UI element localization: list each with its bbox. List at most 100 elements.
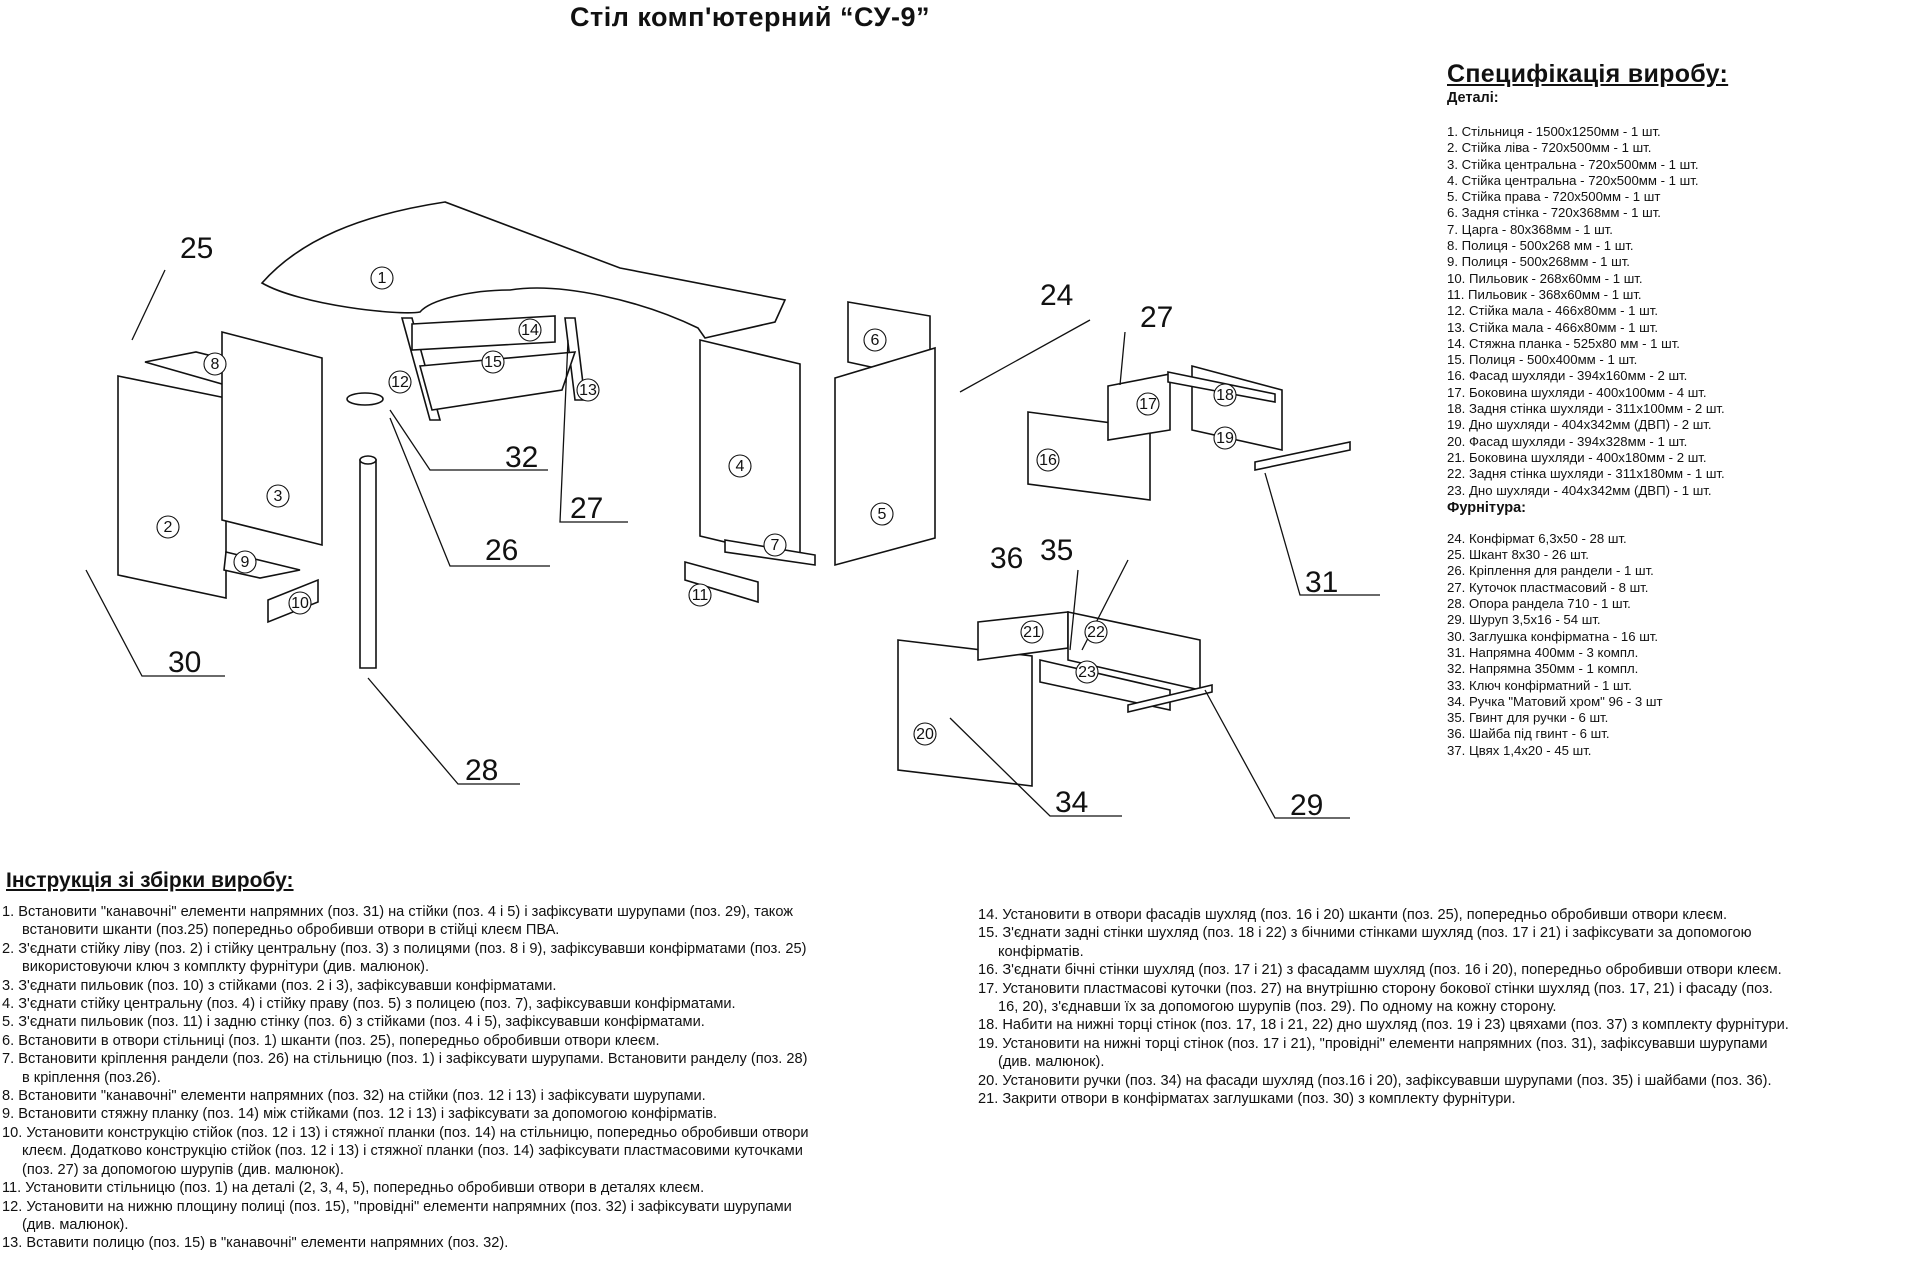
position-number: 15 [484, 354, 502, 371]
detail-item: 6. Задня стінка - 720x368мм - 1 шт. [1447, 205, 1661, 221]
position-marker: 13 [576, 378, 600, 402]
position-marker: 1 [370, 266, 394, 290]
hardware-item: 27. Куточок пластмасовий - 8 шт. [1447, 579, 1649, 595]
detail-item: 13. Стійка мала - 466x80мм - 1 шт. [1447, 319, 1658, 335]
instruction-line: 4. З'єднати стійку центральну (поз. 4) і… [2, 996, 736, 1013]
instruction-line: 12. Установити на нижню площину полиці (… [2, 1198, 792, 1215]
position-marker: 7 [763, 533, 787, 557]
instruction-line: 3. З'єднати пильовик (поз. 10) з стійкам… [2, 977, 557, 994]
detail-item: 21. Боковина шухляди - 400x180мм - 2 шт. [1447, 449, 1707, 465]
callout-number: 25 [180, 232, 213, 265]
detail-item: 4. Стійка центральна - 720x500мм - 1 шт. [1447, 172, 1699, 188]
instruction-line: 8. Встановити "канавочні" елементи напря… [2, 1088, 706, 1105]
position-number: 4 [736, 458, 745, 475]
position-marker: 23 [1075, 660, 1099, 684]
position-number: 8 [211, 356, 220, 373]
callout-number: 34 [1055, 786, 1088, 819]
instruction-line: 6. Встановити в отвори стільниці (поз. 1… [2, 1032, 660, 1049]
instruction-line: 13. Вставити полицю (поз. 15) в "канавоч… [2, 1235, 509, 1252]
specification-panel: Специфікація виробу: Деталі: 1. Стільниц… [1447, 60, 1902, 759]
position-number: 10 [291, 595, 309, 612]
position-marker: 2 [156, 515, 180, 539]
position-number: 1 [378, 270, 387, 287]
position-marker: 21 [1020, 620, 1044, 644]
instruction-line: 19. Установити на нижні торці стінок (по… [978, 1035, 1768, 1052]
position-number: 7 [771, 537, 780, 554]
position-marker: 9 [233, 550, 257, 574]
hardware-item: 28. Опора рандела 710 - 1 шт. [1447, 596, 1631, 612]
hardware-label: Фурнітура: [1447, 499, 1526, 516]
hardware-item: 33. Ключ конфірматний - 1 шт. [1447, 677, 1632, 693]
detail-item: 7. Царга - 80x368мм - 1 шт. [1447, 221, 1613, 237]
instruction-line: 15. З'єднати задні стінки шухляд (поз. 1… [978, 925, 1752, 942]
position-marker: 8 [203, 352, 227, 376]
detail-item: 19. Дно шухляди - 404x342мм (ДВП) - 2 шт… [1447, 417, 1712, 433]
instruction-line: 1. Встановити "канавочні" елементи напря… [2, 904, 794, 920]
position-marker: 15 [481, 350, 505, 374]
detail-item: 1. Стільниця - 1500x1250мм - 1 шт. [1447, 124, 1661, 139]
position-number: 22 [1087, 624, 1105, 641]
hardware-item: 31. Напрямна 400мм - 3 компл. [1447, 644, 1639, 660]
instruction-line: використовуючи ключ з комплкту фурнітури… [22, 959, 430, 976]
instruction-line: 11. Установити стільницю (поз. 1) на дет… [2, 1180, 705, 1197]
detail-item: 10. Пильовик - 268x60мм - 1 шт. [1447, 270, 1643, 286]
position-number: 11 [692, 587, 709, 604]
position-number: 13 [579, 382, 597, 399]
instructions-title: Інструкція зі збірки виробу: [6, 869, 294, 892]
instruction-line: встановити шканти (поз.25) попередньо об… [22, 922, 560, 939]
detail-item: 9. Полиця - 500x268мм - 1 шт. [1447, 254, 1630, 270]
position-number: 16 [1039, 452, 1057, 469]
instruction-line: (див. малюнок). [998, 1054, 1105, 1071]
instruction-line: 16. З'єднати бічні стінки шухляд (поз. 1… [978, 962, 1782, 979]
detail-item: 14. Стяжна планка - 525x80 мм - 1 шт. [1447, 335, 1680, 351]
detail-item: 18. Задня стінка шухляди - 311x100мм - 2… [1447, 401, 1725, 417]
position-marker: 19 [1213, 426, 1237, 450]
detail-item: 22. Задня стінка шухляди - 311x180мм - 1… [1447, 466, 1725, 482]
callout-number: 32 [505, 441, 538, 474]
callout-number: 24 [1040, 279, 1073, 312]
position-marker: 3 [266, 484, 290, 508]
hardware-item: 25. Шкант 8x30 - 26 шт. [1447, 547, 1589, 563]
position-number: 21 [1023, 624, 1041, 641]
instruction-line: 17. Установити пластмасові куточки (поз.… [978, 980, 1773, 997]
hardware-item: 36. Шайба під гвинт - 6 шт. [1447, 726, 1610, 742]
position-marker: 22 [1084, 620, 1108, 644]
position-number: 5 [878, 506, 887, 523]
instruction-line: 10. Установити конструкцію стійок (поз. … [2, 1124, 809, 1141]
detail-item: 3. Стійка центральна - 720x500мм - 1 шт. [1447, 156, 1699, 172]
position-number: 23 [1078, 664, 1096, 681]
instruction-line: 9. Встановити стяжну планку (поз. 14) мі… [2, 1106, 718, 1123]
instruction-line: 14. Установити в отвори фасадів шухляд (… [978, 907, 1728, 923]
hardware-item: 30. Заглушка конфірматна - 16 шт. [1447, 628, 1659, 644]
instruction-line: 2. З'єднати стійку ліву (поз. 2) і стійк… [2, 940, 807, 957]
hardware-item: 32. Напрямна 350мм - 1 компл. [1447, 661, 1639, 677]
position-number: 18 [1216, 387, 1234, 404]
spec-title: Специфікація виробу: [1447, 60, 1729, 88]
position-marker: 17 [1136, 392, 1160, 416]
instruction-line: 5. З'єднати пильовик (поз. 11) і задню с… [2, 1014, 705, 1031]
instruction-line: клеєм. Додатково конструкцію стійок (поз… [22, 1143, 803, 1160]
details-label: Деталі: [1447, 90, 1499, 106]
instruction-line: 21. Закрити отвори в конфірматах заглушк… [978, 1091, 1516, 1108]
callout-number: 31 [1305, 566, 1338, 599]
tabletop-part [260, 201, 787, 339]
details-list: 1. Стільниця - 1500x1250мм - 1 шт.2. Сті… [1447, 124, 1902, 499]
position-marker: 20 [913, 722, 937, 746]
callout-number: 26 [485, 534, 518, 567]
position-number: 9 [241, 554, 250, 571]
position-marker: 16 [1036, 448, 1060, 472]
position-marker: 4 [728, 454, 752, 478]
hardware-list: 24. Конфірмат 6,3x50 - 28 шт.25. Шкант 8… [1447, 531, 1902, 759]
position-marker: 14 [518, 318, 542, 342]
position-number: 20 [916, 726, 934, 743]
position-number: 6 [871, 332, 880, 349]
callout-number: 29 [1290, 789, 1323, 822]
detail-item: 15. Полиця - 500x400мм - 1 шт. [1447, 352, 1638, 368]
instructions-right-column: 14. Установити в отвори фасадів шухляд (… [978, 906, 1903, 1108]
detail-item: 11. Пильовик - 368x60мм - 1 шт. [1447, 286, 1642, 302]
instruction-line: 7. Встановити кріплення рандели (поз. 26… [2, 1051, 808, 1068]
position-marker: 10 [288, 591, 312, 615]
position-marker: 18 [1213, 383, 1237, 407]
position-number: 17 [1139, 396, 1157, 413]
detail-item: 5. Стійка права - 720x500мм - 1 шт [1447, 189, 1661, 205]
